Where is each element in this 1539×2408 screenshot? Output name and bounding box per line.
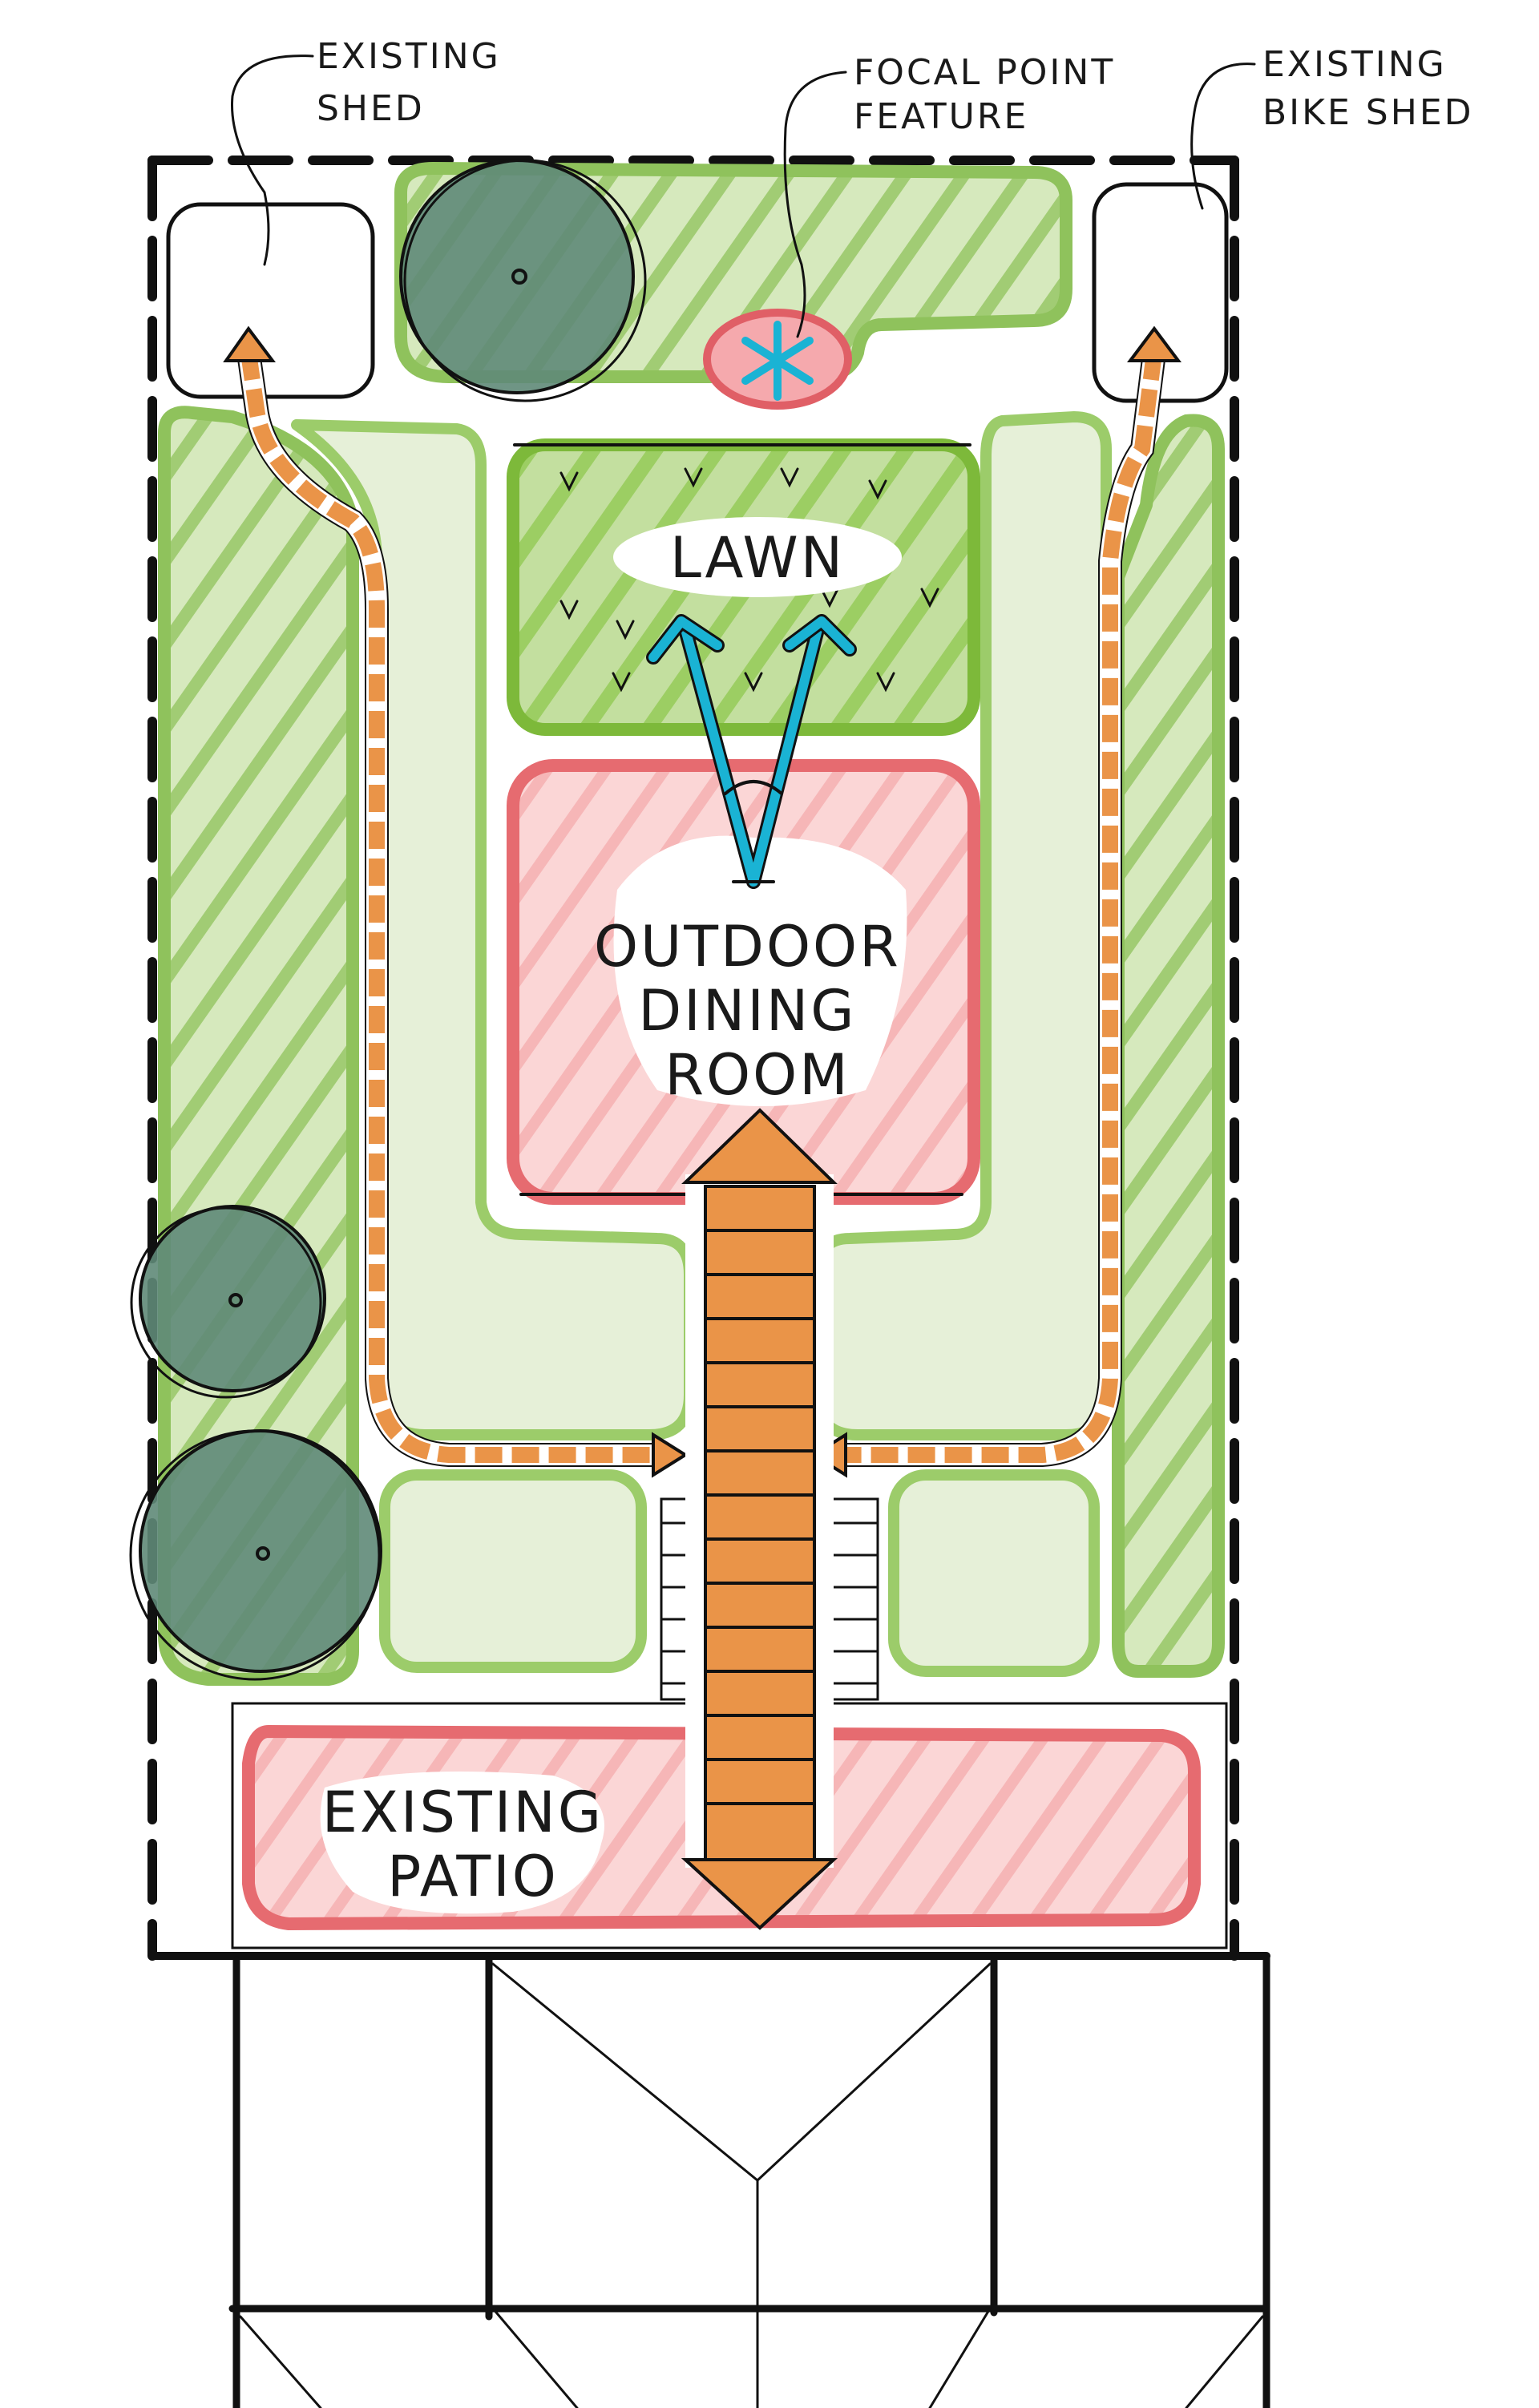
leader-lines <box>231 55 1256 338</box>
dining-label-bg <box>613 835 907 1106</box>
lawn-label: LAWN <box>670 525 845 591</box>
right-garden-path <box>810 325 1182 1478</box>
existing-bike-shed-label: EXISTING BIKE SHED <box>1262 44 1474 133</box>
tree-middle-left <box>130 1205 326 1399</box>
view-arrows <box>646 614 857 889</box>
focal-point-label: FOCAL POINT FEATURE <box>854 52 1129 137</box>
tree-top <box>399 159 647 402</box>
right-planting-bed <box>1112 414 1225 1678</box>
roof-lines <box>239 1962 1264 2408</box>
patio-label: EXISTING PATIO <box>322 1780 624 1909</box>
left-garden-path <box>223 325 689 1478</box>
existing-shed <box>166 202 375 399</box>
planting-bed-lower-right <box>888 1469 1100 1677</box>
planting-bed-lower-left <box>379 1469 647 1673</box>
patio-label-bg <box>320 1772 604 1914</box>
grass-marks <box>559 467 939 693</box>
house-outline <box>228 1952 1270 2408</box>
lawn-label-bg <box>613 517 902 597</box>
asterisk-icon <box>741 321 814 401</box>
existing-shed-label: EXISTING SHED <box>317 36 515 129</box>
garden-boundary <box>147 156 1270 1961</box>
tree-lower-left <box>129 1429 382 1681</box>
dining-label: OUTDOOR DINING ROOM <box>594 914 921 1108</box>
main-axis-arrow <box>681 1108 838 1930</box>
